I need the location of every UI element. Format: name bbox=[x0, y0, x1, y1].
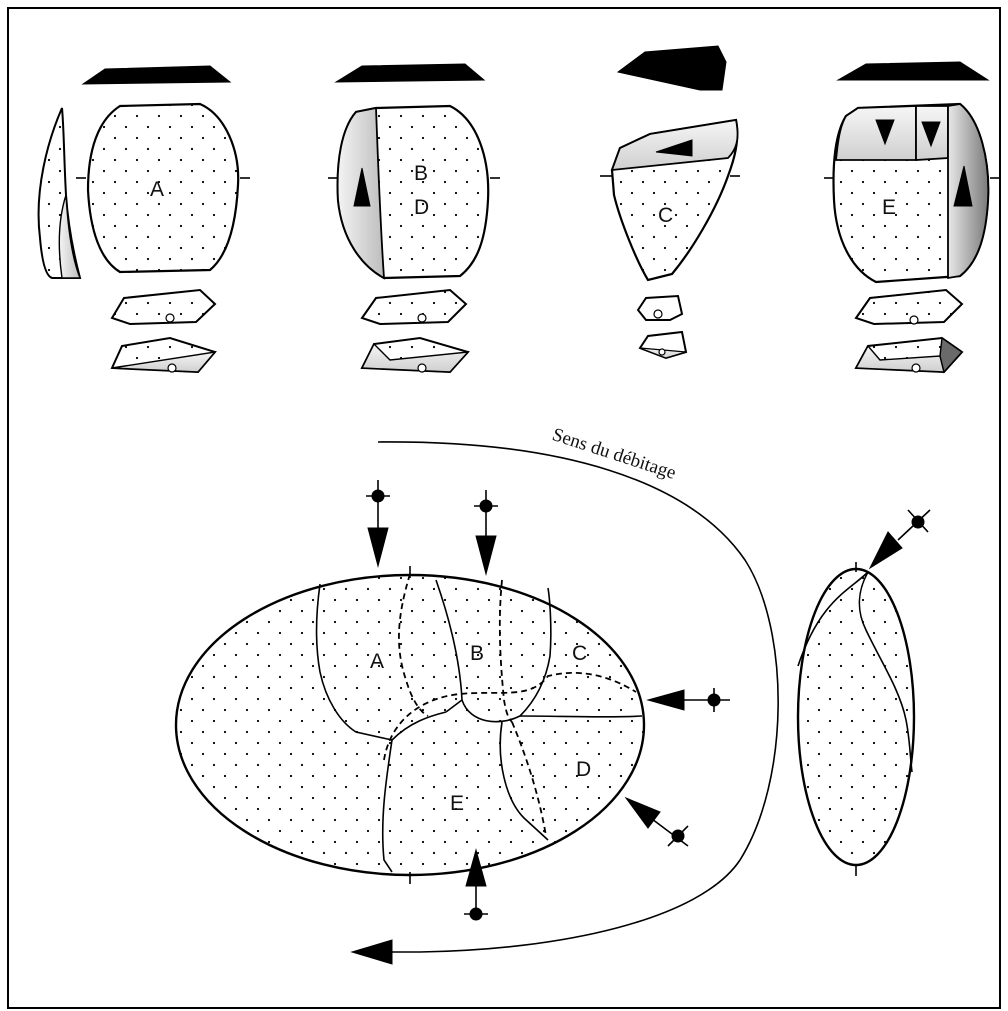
arc-arrowhead-icon bbox=[350, 939, 393, 965]
scar-dashed-3 bbox=[383, 672, 637, 761]
strike-arrow-b-icon bbox=[474, 490, 498, 576]
view-label-c: C bbox=[658, 204, 673, 227]
removal-arrow-icon bbox=[875, 119, 895, 146]
scar-c-shaded bbox=[610, 118, 739, 172]
strike-arrow-e-icon bbox=[464, 848, 488, 921]
lateral-shade-a bbox=[58, 194, 82, 279]
scar-boundary-cd bbox=[519, 715, 643, 718]
platform-silhouette-a bbox=[81, 65, 232, 85]
view-bd: B D bbox=[328, 63, 500, 374]
scar-label-c: C bbox=[572, 642, 587, 665]
figure-frame bbox=[7, 7, 1001, 1009]
scar-boundary-e-left bbox=[381, 739, 393, 873]
view-a: A bbox=[37, 65, 250, 374]
strike-arrow-a-icon bbox=[366, 480, 390, 568]
percussion-arrows bbox=[366, 480, 931, 921]
scar-e1-shaded bbox=[835, 105, 917, 161]
view-label-a: A bbox=[150, 178, 164, 201]
removal-arrow-icon bbox=[353, 167, 371, 207]
core-plan: A B C D E bbox=[174, 566, 646, 884]
scar-boundary-a bbox=[315, 583, 447, 741]
scar-boundary-de bbox=[499, 721, 549, 841]
arc-caption: Sens du débitage bbox=[550, 424, 679, 484]
scar-label-a: A bbox=[370, 650, 384, 673]
platform-silhouette-c bbox=[616, 45, 727, 91]
view-label-b: B bbox=[414, 162, 428, 185]
removal-arrow-icon bbox=[953, 165, 973, 207]
removal-arrow-icon bbox=[655, 139, 693, 157]
scar-dashed-1 bbox=[398, 573, 429, 717]
impact-point-icon bbox=[653, 309, 663, 319]
impact-point-icon bbox=[165, 313, 175, 323]
view-label-e: E bbox=[882, 196, 896, 219]
platform-silhouette-bd bbox=[334, 63, 486, 83]
scar-dashed-2 bbox=[498, 579, 513, 723]
platform-silhouette-e bbox=[836, 61, 990, 81]
removal-arrow-icon bbox=[921, 121, 941, 148]
core-profile bbox=[796, 562, 916, 876]
profile-scar-line-1 bbox=[797, 571, 869, 667]
view-label-d: D bbox=[414, 196, 429, 219]
view-c: C bbox=[600, 45, 740, 360]
scar-boundary-ab bbox=[435, 579, 463, 713]
scar-label-e: E bbox=[450, 792, 464, 815]
impact-point-icon bbox=[911, 363, 921, 373]
scar-label-b: B bbox=[470, 642, 484, 665]
strike-arrow-profile-icon bbox=[868, 509, 931, 570]
profile-scar-line-2 bbox=[858, 571, 913, 773]
scar-dashed-4 bbox=[511, 721, 547, 837]
impact-point-icon bbox=[167, 363, 177, 373]
view-e: E bbox=[824, 61, 1000, 374]
scar-boundary-bc bbox=[461, 587, 552, 723]
impact-point-icon bbox=[417, 313, 427, 323]
impact-point-icon bbox=[909, 315, 919, 325]
scar-label-d: D bbox=[576, 758, 591, 781]
impact-point-icon bbox=[658, 348, 666, 356]
impact-point-icon bbox=[417, 363, 427, 373]
strike-arrow-d-icon bbox=[624, 796, 689, 847]
strike-arrow-c-icon bbox=[646, 688, 730, 712]
